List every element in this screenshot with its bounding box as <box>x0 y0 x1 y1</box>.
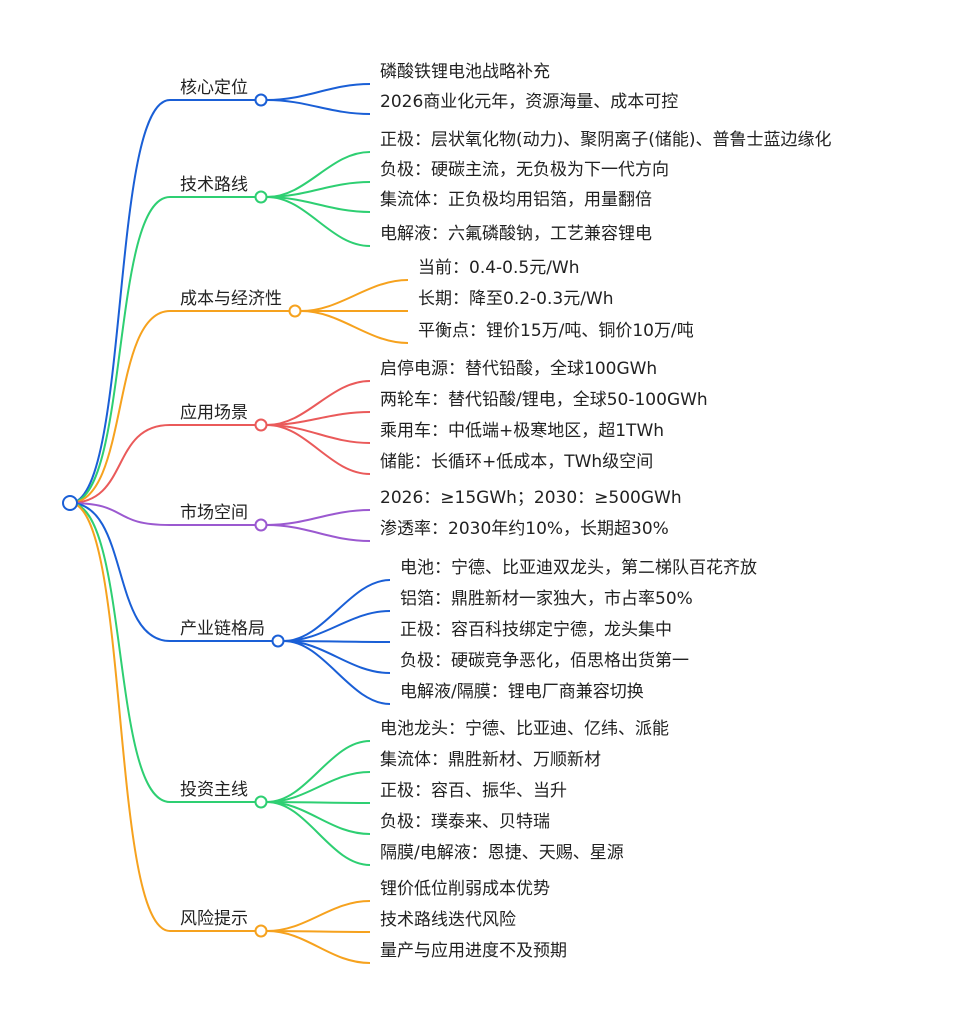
branch-link <box>69 424 171 504</box>
branch-node-circle[interactable] <box>254 795 268 809</box>
leaf-link <box>266 930 371 964</box>
leaf-label: 技术路线迭代风险 <box>380 910 516 930</box>
leaf-label: 正极：层状氧化物(动力)、聚阴离子(储能)、普鲁士蓝边缘化 <box>380 130 832 150</box>
leaf-link <box>266 380 371 426</box>
leaf-label: 磷酸铁锂电池战略补充 <box>380 62 550 82</box>
leaf-link <box>266 83 371 101</box>
branch-label: 投资主线 <box>180 780 248 800</box>
root-node-circle[interactable] <box>62 495 78 511</box>
leaf-link <box>266 99 371 115</box>
leaf-link <box>266 801 371 866</box>
leaf-link <box>300 279 409 312</box>
leaf-link <box>266 424 371 475</box>
branch-label: 风险提示 <box>180 909 248 929</box>
branch-link <box>69 99 171 504</box>
branch-label: 成本与经济性 <box>180 289 282 309</box>
branch-node-circle[interactable] <box>254 93 268 107</box>
leaf-label: 负极：硬碳竞争恶化，佰思格出货第一 <box>400 651 689 671</box>
leaf-link <box>266 196 371 213</box>
leaf-link <box>266 196 371 247</box>
branch-link <box>69 196 171 504</box>
leaf-link <box>283 579 391 642</box>
branch-node-circle[interactable] <box>288 304 302 318</box>
leaf-label: 两轮车：替代铅酸/锂电，全球50-100GWh <box>380 390 708 410</box>
leaf-label: 启停电源：替代铅酸，全球100GWh <box>380 359 657 379</box>
leaf-label: 平衡点：锂价15万/吨、铜价10万/吨 <box>418 321 694 341</box>
leaf-label: 储能：长循环+低成本，TWh级空间 <box>380 452 653 472</box>
leaf-link <box>266 771 371 803</box>
leaf-label: 集流体：正负极均用铝箔，用量翻倍 <box>380 190 652 210</box>
leaf-link <box>283 640 391 705</box>
leaf-link <box>300 310 409 344</box>
leaf-label: 长期：降至0.2-0.3元/Wh <box>418 289 614 309</box>
branch-label: 市场空间 <box>180 503 248 523</box>
branch-link <box>69 502 171 642</box>
leaf-label: 当前：0.4-0.5元/Wh <box>418 258 580 278</box>
leaf-label: 渗透率：2030年约10%，长期超30% <box>380 519 669 539</box>
branch-node-circle[interactable] <box>254 190 268 204</box>
leaf-label: 量产与应用进度不及预期 <box>380 941 567 961</box>
links <box>69 83 409 964</box>
leaf-label: 负极：硬碳主流，无负极为下一代方向 <box>380 160 669 180</box>
leaf-link <box>283 640 391 674</box>
branch-link <box>69 502 171 932</box>
branch-link <box>69 502 171 803</box>
leaf-label: 隔膜/电解液：恩捷、天赐、星源 <box>380 843 624 863</box>
leaf-link <box>266 740 371 803</box>
leaf-link <box>266 509 371 526</box>
branch-link <box>69 310 171 504</box>
branch-link <box>69 502 171 526</box>
leaf-link <box>266 900 371 932</box>
leaf-label: 2026：≥15GWh；2030：≥500GWh <box>380 488 682 508</box>
branch-node-circle[interactable] <box>254 518 268 532</box>
branch-node-circle[interactable] <box>254 924 268 938</box>
branch-label: 核心定位 <box>180 78 248 98</box>
branch-label: 技术路线 <box>180 175 248 195</box>
leaf-link <box>283 610 391 642</box>
leaf-label: 电解液/隔膜：锂电厂商兼容切换 <box>400 682 644 702</box>
leaf-label: 锂价低位削弱成本优势 <box>380 879 550 899</box>
leaf-link <box>266 151 371 198</box>
labels: 核心定位磷酸铁锂电池战略补充2026商业化元年，资源海量、成本可控技术路线正极：… <box>62 62 832 961</box>
leaf-label: 电池：宁德、比亚迪双龙头，第二梯队百花齐放 <box>400 558 757 578</box>
branch-node-circle[interactable] <box>254 418 268 432</box>
leaf-label: 负极：璞泰来、贝特瑞 <box>380 812 550 832</box>
leaf-label: 电解液：六氟磷酸钠，工艺兼容锂电 <box>380 224 652 244</box>
branch-label: 应用场景 <box>180 403 248 423</box>
leaf-link <box>266 801 371 835</box>
branch-node-circle[interactable] <box>271 634 285 648</box>
leaf-label: 正极：容百、振华、当升 <box>380 781 567 801</box>
leaf-link <box>266 411 371 426</box>
leaf-label: 乘用车：中低端+极寒地区，超1TWh <box>380 421 664 441</box>
leaf-label: 铝箔：鼎胜新材一家独大，市占率50% <box>400 589 693 609</box>
branch-label: 产业链格局 <box>180 619 265 639</box>
leaf-label: 电池龙头：宁德、比亚迪、亿纬、派能 <box>380 719 669 739</box>
leaf-label: 集流体：鼎胜新材、万顺新材 <box>380 750 601 770</box>
leaf-label: 正极：容百科技绑定宁德，龙头集中 <box>400 620 672 640</box>
leaf-label: 2026商业化元年，资源海量、成本可控 <box>380 92 678 112</box>
leaf-link <box>266 524 371 542</box>
